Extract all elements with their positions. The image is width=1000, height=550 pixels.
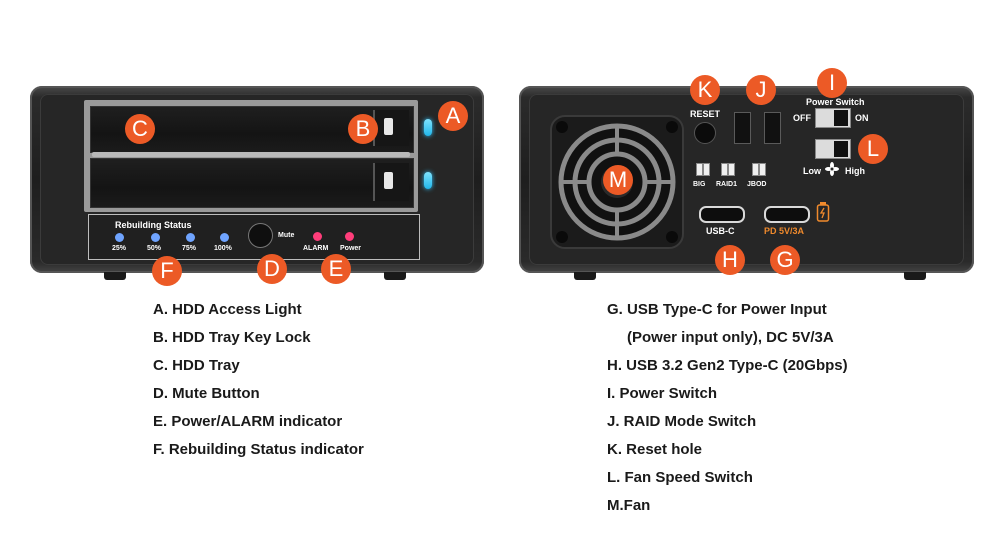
dip-big-2	[703, 163, 710, 176]
callout-g: G	[770, 245, 800, 275]
alarm-led	[313, 232, 322, 241]
mute-button[interactable]	[248, 223, 273, 248]
fan-low-label: Low	[803, 166, 821, 176]
fan-speed-icon	[825, 162, 839, 176]
legend-item-c: C. HDD Tray	[153, 357, 240, 374]
tray-key-lock-bottom[interactable]	[384, 172, 393, 189]
hdd-access-led-top	[424, 119, 432, 136]
legend-item-h: H. USB 3.2 Gen2 Type-C (20Gbps)	[607, 357, 848, 374]
usb-c-label: USB-C	[706, 226, 735, 236]
front-foot-right	[384, 272, 406, 280]
callout-d: D	[257, 254, 287, 284]
tray-key-lock-top[interactable]	[384, 118, 393, 135]
power-label: Power	[340, 245, 362, 252]
legend-item-g-cont: (Power input only), DC 5V/3A	[627, 329, 834, 346]
dip-jbod-2	[759, 163, 766, 176]
callout-k: K	[690, 75, 720, 105]
rebuild-led-50	[151, 233, 160, 242]
usb-c-power-port[interactable]	[764, 206, 810, 223]
reset-label: RESET	[690, 109, 721, 119]
tray-separator	[92, 152, 410, 157]
power-switch-label: Power Switch	[806, 97, 865, 107]
callout-m: M	[603, 165, 633, 195]
callout-l: L	[858, 134, 888, 164]
raid-mode-jbod: JBOD	[747, 181, 767, 188]
legend-item-m: M.Fan	[607, 497, 651, 514]
rebuild-label-25: 25%	[112, 245, 127, 252]
legend-item-j: J. RAID Mode Switch	[607, 413, 757, 430]
legend-item-d: D. Mute Button	[153, 385, 260, 402]
callout-h: H	[715, 245, 745, 275]
power-plug-icon	[816, 202, 830, 222]
reset-hole[interactable]	[694, 122, 716, 144]
rebuild-label-50: 50%	[147, 245, 162, 252]
rebuild-led-25	[115, 233, 124, 242]
rebuild-led-75	[186, 233, 195, 242]
power-on-label: ON	[855, 113, 869, 123]
fan-switch-knob	[834, 141, 848, 157]
fan-speed-switch[interactable]	[815, 139, 851, 159]
rebuild-status-title: Rebuilding Status	[115, 220, 192, 230]
legend-item-l: L. Fan Speed Switch	[607, 469, 753, 486]
raid-switch-left[interactable]	[734, 112, 751, 144]
rear-foot-right	[904, 272, 926, 280]
raid-mode-big: BIG	[693, 181, 706, 188]
pd-label: PD 5V/3A	[764, 226, 805, 236]
power-led	[345, 232, 354, 241]
rebuild-label-75: 75%	[182, 245, 197, 252]
callout-e: E	[321, 254, 351, 284]
callout-b: B	[348, 114, 378, 144]
callout-i: I	[817, 68, 847, 98]
dip-jbod-1	[752, 163, 759, 176]
power-switch[interactable]	[815, 108, 851, 128]
raid-switch-right[interactable]	[764, 112, 781, 144]
legend-item-e: E. Power/ALARM indicator	[153, 413, 343, 430]
alarm-label: ALARM	[303, 245, 329, 252]
legend-item-f: F. Rebuilding Status indicator	[153, 441, 364, 458]
mute-label: Mute	[278, 232, 295, 239]
power-off-label: OFF	[793, 113, 811, 123]
front-foot-left	[104, 272, 126, 280]
power-switch-knob	[834, 110, 848, 126]
hdd-tray-bottom[interactable]	[90, 158, 414, 208]
raid-mode-raid1: RAID1	[716, 181, 738, 188]
legend-item-k: K. Reset hole	[607, 441, 703, 458]
callout-f: F	[152, 256, 182, 286]
fan-high-label: High	[845, 166, 865, 176]
legend-item-b: B. HDD Tray Key Lock	[153, 329, 311, 346]
rebuild-label-100: 100%	[214, 245, 232, 252]
legend-item-i: I. Power Switch	[607, 385, 718, 402]
usb-c-data-port[interactable]	[699, 206, 745, 223]
dip-big-1	[696, 163, 703, 176]
callout-j: J	[746, 75, 776, 105]
legend-item-g: G. USB Type-C for Power Input	[607, 301, 827, 318]
legend-item-a: A. HDD Access Light	[153, 301, 302, 318]
dip-raid1-2	[728, 163, 735, 176]
rear-foot-left	[574, 272, 596, 280]
callout-a: A	[438, 101, 468, 131]
hdd-access-led-bottom	[424, 172, 432, 189]
rebuild-led-100	[220, 233, 229, 242]
callout-c: C	[125, 114, 155, 144]
dip-raid1-1	[721, 163, 728, 176]
